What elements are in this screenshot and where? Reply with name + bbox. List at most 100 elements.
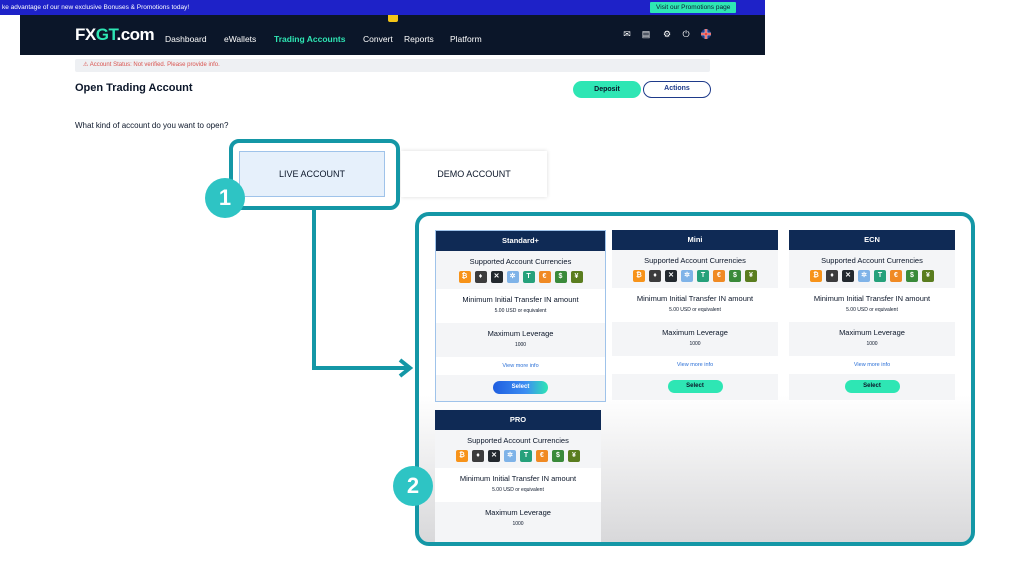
nav-platform[interactable]: Platform <box>450 34 482 44</box>
stellar-icon: ✲ <box>504 450 516 462</box>
stellar-icon: ✲ <box>506 271 519 283</box>
max-leverage-value: 1000 <box>689 341 701 347</box>
dollar-icon: $ <box>729 270 741 282</box>
step-2-marker: 2 <box>393 466 433 506</box>
currency-icons: ₿ ♦ ✕ ✲ T € $ ¥ <box>789 270 955 282</box>
highlight-box-accounts <box>415 212 975 546</box>
new-badge <box>388 15 398 22</box>
xrp-icon: ✕ <box>490 271 503 283</box>
account-card-pro[interactable]: PRO Supported Account Currencies ₿ ♦ ✕ ✲ T € $… <box>435 410 601 542</box>
logo-gt: GT <box>95 25 117 44</box>
fxgt-logo[interactable]: FXGT.com <box>75 25 155 45</box>
promo-bar: ke advantage of our new exclusive Bonuse… <box>0 0 765 15</box>
euro-icon: € <box>536 450 548 462</box>
inbox-icon[interactable]: ▤ <box>641 29 651 39</box>
currency-icons: ₿ ♦ ✕ ✲ T € $ ¥ <box>612 270 778 282</box>
euro-icon: € <box>890 270 902 282</box>
tether-icon: T <box>697 270 709 282</box>
yen-icon: ¥ <box>745 270 757 282</box>
card-title: Mini <box>612 230 778 250</box>
logo-com: .com <box>116 25 155 44</box>
min-transfer-value: 5.00 USD or equivalent <box>494 308 547 314</box>
select-button[interactable]: Select <box>493 381 548 394</box>
euro-icon: € <box>538 271 551 283</box>
view-more-info-link[interactable]: View more info <box>853 362 891 368</box>
nav-reports[interactable]: Reports <box>404 34 434 44</box>
currency-icons: ₿ ♦ ✕ ✲ T € $ ¥ <box>435 450 601 462</box>
currencies-label: Supported Account Currencies <box>821 256 923 265</box>
select-button[interactable]: Select <box>844 380 900 393</box>
max-leverage-label: Maximum Leverage <box>487 329 554 338</box>
min-transfer-label: Minimum Initial Transfer IN amount <box>813 294 931 303</box>
euro-icon: € <box>713 270 725 282</box>
dollar-icon: $ <box>906 270 918 282</box>
ethereum-icon: ♦ <box>649 270 661 282</box>
xrp-icon: ✕ <box>842 270 854 282</box>
nav-trading-accounts[interactable]: Trading Accounts <box>274 34 346 44</box>
nav-dashboard[interactable]: Dashboard <box>165 34 207 44</box>
xrp-icon: ✕ <box>665 270 677 282</box>
min-transfer-value: 5.00 USD or equivalent <box>846 307 898 313</box>
min-transfer-label: Minimum Initial Transfer IN amount <box>459 474 577 483</box>
max-leverage-value: 1000 <box>512 521 524 527</box>
card-title: PRO <box>435 410 601 430</box>
currency-icons: ₿♦✕✲T€$¥ <box>436 271 605 283</box>
tether-icon: T <box>874 270 886 282</box>
card-title: Standard+ <box>436 231 605 251</box>
stellar-icon: ✲ <box>681 270 693 282</box>
bitcoin-icon: ₿ <box>458 271 471 283</box>
yen-icon: ¥ <box>922 270 934 282</box>
view-more-info-link[interactable]: View more info <box>676 362 714 368</box>
mail-icon[interactable]: ✉ <box>623 29 631 39</box>
max-leverage-value: 1000 <box>514 342 527 348</box>
promotions-button[interactable]: Visit our Promotions page <box>650 2 737 13</box>
max-leverage-value: 1000 <box>866 341 878 347</box>
logo-fx: FX <box>75 25 96 44</box>
power-icon[interactable]: ⏻ <box>682 29 690 39</box>
step-1-marker: 1 <box>205 178 245 218</box>
yen-icon: ¥ <box>568 450 580 462</box>
promo-text: ke advantage of our new exclusive Bonuse… <box>2 4 190 11</box>
deposit-button[interactable]: Deposit <box>573 81 641 98</box>
account-card-standard[interactable]: Standard+ Supported Account Currencies ₿… <box>435 230 606 402</box>
tether-icon: T <box>522 271 535 283</box>
bitcoin-icon: ₿ <box>456 450 468 462</box>
bitcoin-icon: ₿ <box>633 270 645 282</box>
card-title: ECN <box>789 230 955 250</box>
yen-icon: ¥ <box>570 271 583 283</box>
currencies-label: Supported Account Currencies <box>469 257 572 266</box>
min-transfer-label: Minimum Initial Transfer IN amount <box>462 295 579 304</box>
xrp-icon: ✕ <box>488 450 500 462</box>
nav-convert[interactable]: Convert <box>363 34 393 44</box>
account-card-ecn[interactable]: ECN Supported Account Currencies ₿ ♦ ✕ ✲ T € $… <box>789 230 955 400</box>
max-leverage-label: Maximum Leverage <box>485 508 551 517</box>
page-title: Open Trading Account <box>75 82 193 94</box>
nav-ewallets[interactable]: eWallets <box>224 34 257 44</box>
connector-arrow <box>312 210 414 378</box>
tether-icon: T <box>520 450 532 462</box>
actions-button[interactable]: Actions <box>643 81 711 98</box>
select-button[interactable]: Select <box>667 380 723 393</box>
account-card-mini[interactable]: Mini Supported Account Currencies ₿♦✕✲T€… <box>612 230 778 400</box>
gear-icon[interactable]: ⚙ <box>662 29 672 39</box>
ethereum-icon: ♦ <box>472 450 484 462</box>
top-navigation: FXGT.com Dashboard eWallets Trading Acco… <box>20 15 765 55</box>
view-more-info-link[interactable]: View more info <box>502 363 539 369</box>
demo-account-option[interactable]: DEMO ACCOUNT <box>401 151 547 197</box>
uk-flag-icon[interactable] <box>701 29 711 39</box>
dollar-icon: $ <box>554 271 567 283</box>
live-account-option[interactable]: LIVE ACCOUNT <box>239 151 385 197</box>
ethereum-icon: ♦ <box>826 270 838 282</box>
bitcoin-icon: ₿ <box>810 270 822 282</box>
account-status-text: Account Status: Not verified. Please pro… <box>89 62 220 68</box>
ethereum-icon: ♦ <box>474 271 487 283</box>
account-status-alert: ⚠ Account Status: Not verified. Please p… <box>75 59 710 72</box>
dollar-icon: $ <box>552 450 564 462</box>
min-transfer-label: Minimum Initial Transfer IN amount <box>636 294 754 303</box>
max-leverage-label: Maximum Leverage <box>662 328 728 337</box>
min-transfer-value: 5.00 USD or equivalent <box>669 307 721 313</box>
max-leverage-label: Maximum Leverage <box>839 328 905 337</box>
stellar-icon: ✲ <box>858 270 870 282</box>
min-transfer-value: 5.00 USD or equivalent <box>492 487 544 493</box>
currencies-label: Supported Account Currencies <box>467 436 569 445</box>
